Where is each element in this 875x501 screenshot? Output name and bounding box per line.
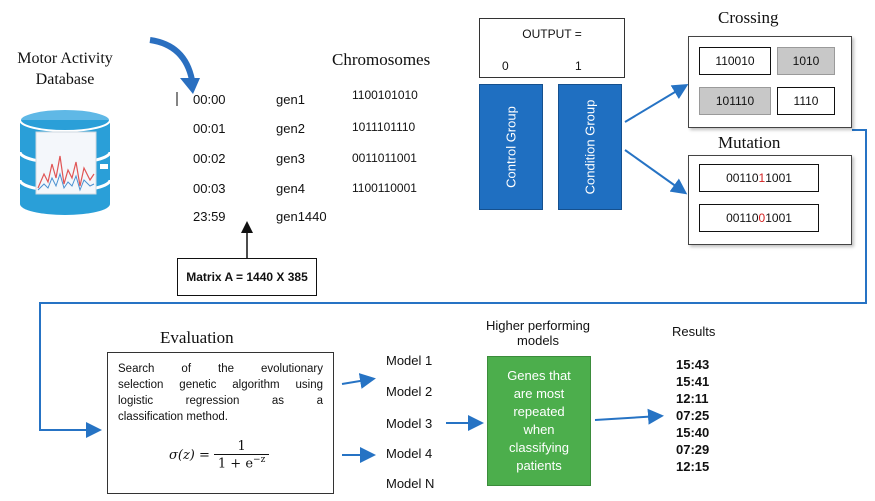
control-group-box: Control Group — [479, 84, 543, 210]
result-time: 07:29 — [676, 442, 710, 457]
binary-value: 1100110001 — [352, 181, 417, 195]
mutation-bits-pre: 00110 — [726, 211, 759, 225]
mutated-bit: 0 — [758, 211, 766, 225]
model-label: Model 3 — [386, 416, 433, 431]
time-label: 00:00 — [193, 92, 226, 107]
crossing-cell: 101110 — [699, 87, 771, 115]
db-curved-arrow — [149, 37, 195, 81]
evaluation-line: logistic regression as a — [118, 395, 323, 407]
db-curved-arrow-head — [180, 78, 200, 94]
crossing-cell: 110010 — [699, 47, 771, 75]
result-time: 15:40 — [676, 425, 710, 440]
time-label: 00:01 — [193, 121, 226, 136]
time-label: 00:02 — [193, 151, 226, 166]
binary-value: 1011101110 — [352, 120, 416, 134]
higher-title-line2: models — [517, 333, 559, 348]
result-time: 15:41 — [676, 374, 710, 389]
genes-box-line: are most — [513, 386, 565, 401]
output-one: 1 — [575, 59, 582, 73]
mutation-bits-post: 1001 — [765, 211, 792, 225]
genes-box-line: repeated — [513, 404, 565, 419]
evaluation-line: Search of the evolutionary — [118, 363, 323, 375]
evaluation-title: Evaluation — [160, 328, 234, 347]
database-cylinder-icon — [18, 108, 112, 215]
mutation-bits-post: 1001 — [765, 171, 792, 185]
model-label: Model 1 — [386, 353, 433, 368]
result-time: 12:15 — [676, 459, 710, 474]
database-title-line1: Motor Activity — [17, 50, 113, 67]
condition-group-label: Condition Group — [582, 99, 598, 195]
output-zero: 0 — [502, 59, 509, 73]
gene-label: gen1 — [276, 92, 305, 107]
crossing-panel: 110010 1010 101110 1110 — [688, 36, 852, 128]
feedback-loop-line — [39, 129, 867, 438]
database-title-line2: Database — [35, 71, 95, 88]
mutation-title: Mutation — [718, 133, 781, 152]
binary-value: 1100101010 — [352, 88, 418, 102]
binary-value: 0011011001 — [352, 151, 417, 165]
result-time: 15:43 — [676, 357, 710, 372]
evaluation-box: Search of the evolutionary selection gen… — [107, 352, 334, 494]
sigmoid-formula: σ(z) = 1 1 + e−z — [168, 439, 270, 472]
output-label: OUTPUT = — [522, 27, 582, 41]
genes-box-line: when — [523, 422, 555, 437]
result-time: 12:11 — [676, 391, 709, 406]
arrow-to-crossing — [624, 83, 689, 123]
arrow-eval-model2 — [341, 373, 376, 389]
arrow-green-results — [594, 408, 664, 425]
gene-label: gen3 — [276, 151, 305, 166]
formula-exponent: −z — [253, 455, 266, 465]
genes-repeated-box: Genes that are most repeated when classi… — [487, 356, 591, 486]
time-label: 00:03 — [193, 181, 226, 196]
gene-label: gen2 — [276, 121, 305, 136]
crossing-cell: 1110 — [777, 87, 835, 115]
model-label: Model 4 — [386, 446, 433, 461]
formula-lhs: σ(z) = — [169, 447, 210, 463]
crossing-title: Crossing — [718, 8, 779, 27]
database-title: Motor Activity Database — [0, 48, 130, 90]
evaluation-line: selection genetic algorithm using — [118, 379, 323, 391]
formula-den-base: 1 + e — [217, 456, 254, 472]
mutation-bits-pre: 00110 — [726, 171, 759, 185]
gene-label: gen4 — [276, 181, 305, 196]
formula-numerator: 1 — [213, 439, 270, 455]
genes-box-line: Genes that — [507, 368, 571, 383]
condition-group-box: Condition Group — [558, 84, 622, 210]
formula-denominator: 1 + e−z — [214, 455, 269, 472]
genes-box-line: patients — [516, 458, 562, 473]
gene-label: gen1440 — [276, 209, 327, 224]
matrix-label: Matrix A = 1440 X 385 — [186, 270, 308, 284]
evaluation-description: Search of the evolutionary selection gen… — [118, 361, 323, 425]
result-time: 07:25 — [676, 408, 710, 423]
output-box: OUTPUT = 0 1 — [479, 18, 625, 78]
control-group-label: Control Group — [503, 106, 519, 188]
evaluation-line: classification method. — [118, 411, 228, 423]
time-label: 23:59 — [193, 209, 226, 224]
chromosomes-title: Chromosomes — [332, 50, 431, 69]
mutated-bit: 1 — [758, 171, 766, 185]
results-title: Results — [672, 324, 716, 339]
higher-title-line1: Higher performing — [485, 318, 591, 333]
crossing-cell: 1010 — [777, 47, 835, 75]
model-label: Model N — [386, 476, 435, 491]
higher-performing-title: Higher performing models — [468, 318, 608, 348]
arrow-to-mutation — [624, 149, 688, 195]
model-label: Model 2 — [386, 384, 433, 399]
genes-box-line: classifying — [509, 440, 569, 455]
matrix-box: Matrix A = 1440 X 385 — [177, 258, 317, 296]
